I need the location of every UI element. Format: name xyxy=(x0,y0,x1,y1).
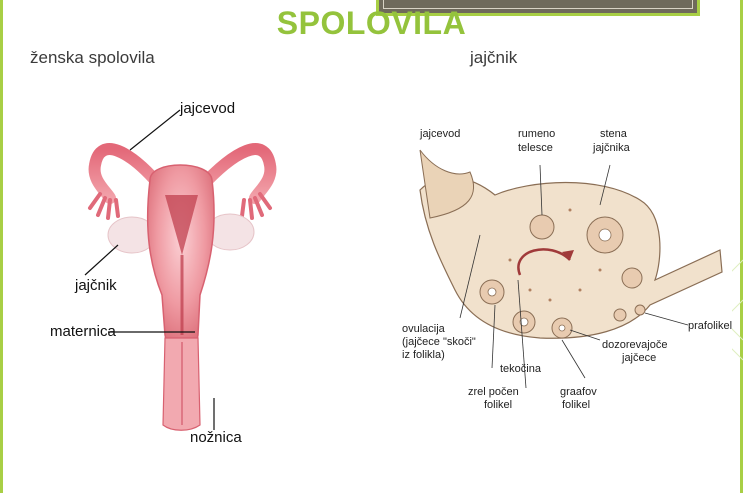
label-jajcevod-right: jajcevod xyxy=(419,128,460,140)
label-ovulacija-1: ovulacija xyxy=(402,323,446,335)
label-zrel-2: folikel xyxy=(484,399,512,411)
label-tekocina: tekočina xyxy=(500,363,542,375)
label-prafolikel: prafolikel xyxy=(688,320,732,332)
ovary-diagram: jajcevod rumeno telesce stena jajčnika p… xyxy=(400,100,732,415)
right-caption: jajčnik xyxy=(470,48,518,67)
left-caption: ženska spolovila xyxy=(30,48,155,67)
slide-title: SPOLOVILA xyxy=(276,5,467,41)
label-graafov-1: graafov xyxy=(560,386,597,398)
label-graafov-2: folikel xyxy=(562,399,590,411)
header-bar xyxy=(376,0,700,16)
label-maternica: maternica xyxy=(50,323,117,340)
label-stena-2: jajčnika xyxy=(592,142,631,154)
label-zrel-1: zrel počen xyxy=(468,386,519,398)
label-rumeno-1: rumeno xyxy=(518,128,555,140)
label-dozorevajoce-2: jajčece xyxy=(621,352,656,364)
label-stena-1: stena xyxy=(600,128,628,140)
label-ovulacija-3: iz folikla) xyxy=(402,349,445,361)
label-noznica: nožnica xyxy=(190,429,242,446)
label-jajcevod-left: jajcevod xyxy=(179,100,235,117)
label-rumeno-2: telesce xyxy=(518,142,553,154)
female-reproductive-diagram: jajcevod jajčnik maternica nožnica xyxy=(50,100,277,446)
label-ovulacija-2: (jajčece "skoči" xyxy=(402,336,476,348)
label-jajcnik-left: jajčnik xyxy=(74,277,117,294)
label-dozorevajoce-1: dozorevajoče xyxy=(602,339,667,351)
